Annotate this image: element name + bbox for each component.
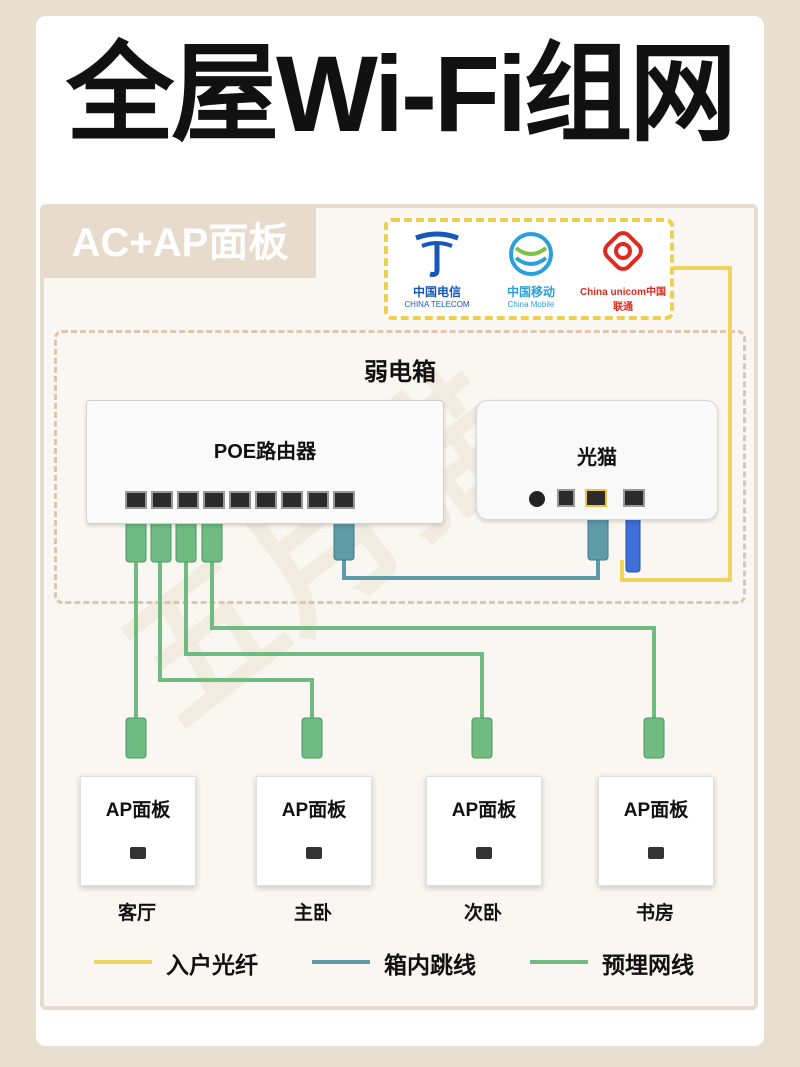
lan-port bbox=[151, 491, 173, 509]
lan-port bbox=[125, 491, 147, 509]
patch-line bbox=[342, 550, 600, 580]
cabinet-label: 弱电箱 bbox=[364, 359, 436, 386]
fiber-line bbox=[620, 266, 732, 582]
page-title: 全屋Wi-Fi组网 bbox=[66, 33, 737, 154]
room-label: 主卧 bbox=[293, 903, 332, 924]
legend-swatch bbox=[312, 960, 370, 964]
legend-label: 箱内跳线 bbox=[384, 952, 476, 978]
room-label: 客厅 bbox=[117, 903, 156, 924]
mode-label: AC+AP面板 bbox=[44, 208, 316, 278]
ont-label: 光猫 bbox=[577, 447, 617, 469]
wan-port bbox=[333, 491, 355, 509]
panel-label: AP面板 bbox=[281, 800, 347, 821]
isp-sub: China Mobile bbox=[507, 300, 555, 309]
rj45-connector-icon bbox=[125, 519, 147, 563]
legend-embedded: 预埋网线 bbox=[530, 946, 730, 978]
isp-name: China unicom中国联通 bbox=[579, 287, 667, 313]
lan-port bbox=[177, 491, 199, 509]
panel-label: AP面板 bbox=[623, 800, 689, 821]
legend-swatch bbox=[530, 960, 588, 964]
china-telecom-logo-icon bbox=[415, 231, 459, 277]
rj45-connector-icon bbox=[125, 717, 147, 759]
isp-mobile: 中国移动 China Mobile bbox=[486, 230, 576, 309]
embedded-line bbox=[210, 560, 656, 720]
rj45-connector-icon bbox=[201, 519, 223, 563]
fiber-connector-icon bbox=[625, 511, 641, 573]
fiber-port bbox=[623, 489, 645, 507]
lan-port bbox=[203, 491, 225, 509]
isp-sub: CHINA TELECOM bbox=[404, 300, 470, 309]
lan-port bbox=[281, 491, 303, 509]
router-label: POE路由器 bbox=[213, 441, 317, 463]
embedded-line bbox=[184, 560, 484, 720]
rj45-connector-icon bbox=[150, 519, 172, 563]
isp-name: 中国电信 bbox=[412, 285, 461, 299]
ap-panel: AP面板 bbox=[426, 776, 542, 886]
embedded-line bbox=[158, 560, 314, 720]
ap-panel: AP面板 bbox=[256, 776, 372, 886]
ethernet-jack-icon bbox=[648, 847, 664, 859]
china-mobile-logo-icon bbox=[509, 232, 553, 276]
poe-router: POE路由器 bbox=[86, 400, 444, 524]
isp-telecom: 中国电信 CHINA TELECOM bbox=[392, 230, 482, 309]
legend-swatch bbox=[94, 960, 152, 964]
rj45-connector-icon bbox=[471, 717, 493, 759]
panel-label: AP面板 bbox=[105, 800, 171, 821]
legend-label: 入户光纤 bbox=[166, 952, 258, 978]
rj45-connector-icon bbox=[587, 515, 609, 561]
legend-patch: 箱内跳线 bbox=[312, 946, 512, 978]
rj45-connector-icon bbox=[301, 717, 323, 759]
panel-label: AP面板 bbox=[451, 800, 517, 821]
isp-logo-box: 中国电信 CHINA TELECOM 中国移动 China Mobile Chi… bbox=[384, 218, 674, 320]
cabinet-zone bbox=[54, 330, 746, 604]
ap-panel: AP面板 bbox=[80, 776, 196, 886]
legend-label: 预埋网线 bbox=[602, 952, 694, 978]
ethernet-jack-icon bbox=[476, 847, 492, 859]
lan-port bbox=[585, 489, 607, 507]
ap-panel: AP面板 bbox=[598, 776, 714, 886]
room-label: 次卧 bbox=[463, 903, 502, 924]
ethernet-jack-icon bbox=[130, 847, 146, 859]
power-button-icon bbox=[529, 491, 545, 507]
lan-port bbox=[229, 491, 251, 509]
room-label: 书房 bbox=[635, 903, 674, 924]
ethernet-jack-icon bbox=[306, 847, 322, 859]
optical-modem: 光猫 bbox=[476, 400, 718, 520]
rj45-connector-icon bbox=[643, 717, 665, 759]
isp-name: 中国移动 bbox=[506, 285, 555, 299]
power-port bbox=[557, 489, 575, 507]
legend-fiber: 入户光纤 bbox=[94, 946, 294, 978]
isp-unicom: China unicom中国联通 bbox=[578, 230, 668, 313]
china-unicom-logo-icon bbox=[603, 231, 643, 271]
rj45-connector-icon bbox=[175, 519, 197, 563]
lan-port bbox=[307, 491, 329, 509]
lan-port bbox=[255, 491, 277, 509]
